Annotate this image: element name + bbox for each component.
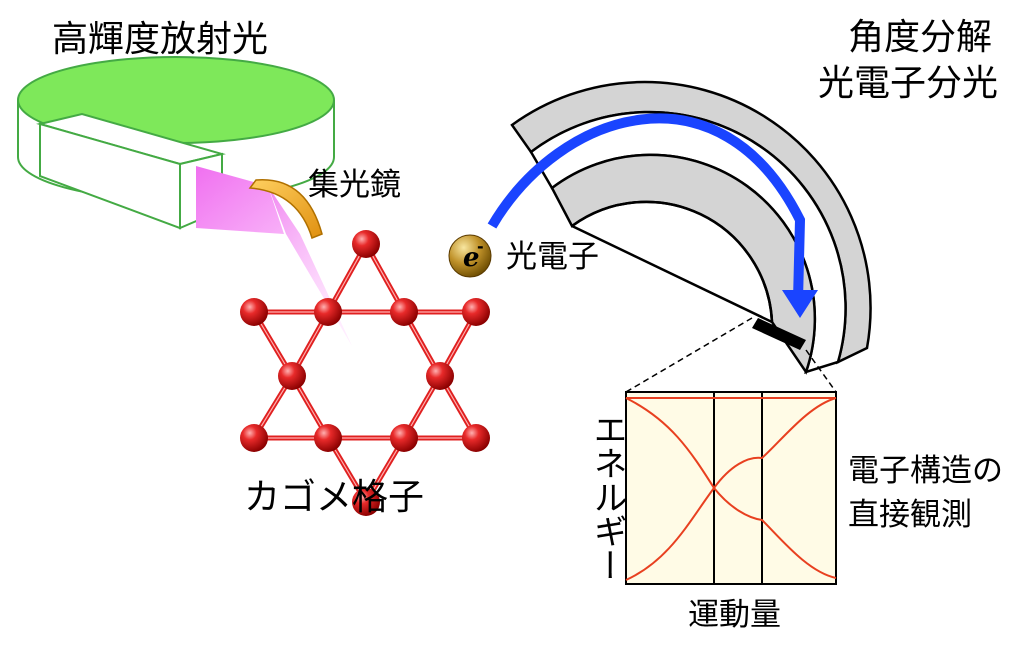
lattice-atom: [352, 488, 380, 516]
source-label: 高輝度放射光: [52, 19, 269, 60]
momentum-axis-label: 運動量: [688, 597, 781, 633]
arrow-head-icon: [782, 290, 818, 318]
result-label-line1: 電子構造の: [848, 453, 1003, 489]
band-upper: [625, 397, 837, 490]
lattice-atom: [314, 424, 342, 452]
analyzer-label-line2: 光電子分光: [818, 63, 999, 104]
mirror-icon: [248, 179, 323, 239]
synchrotron-ring: [17, 56, 335, 230]
lattice-atom: [352, 230, 380, 258]
lattice-atom: [240, 298, 268, 326]
kagome-lattice: [240, 230, 490, 516]
analyzer-label-line1: 角度分解: [848, 17, 993, 58]
photoelectron-label: 光電子: [506, 239, 599, 275]
zoom-line-left: [625, 317, 753, 393]
lattice-atom: [462, 298, 490, 326]
result-label-line2: 直接観測: [848, 497, 972, 533]
lattice-atom: [462, 424, 490, 452]
lattice-atom: [426, 362, 454, 390]
detector: [752, 318, 806, 350]
electron-symbol: e: [463, 243, 480, 273]
lattice-atom: [390, 298, 418, 326]
lattice-atom: [240, 424, 268, 452]
lattice-atom: [390, 424, 418, 452]
mirror-label: 集光鏡: [308, 167, 401, 203]
lattice-atom: [314, 298, 342, 326]
lattice-atom: [278, 362, 306, 390]
electron-trajectory: [487, 113, 806, 301]
lattice-label: カゴメ格子: [244, 477, 425, 518]
zoom-line-right: [805, 349, 837, 393]
electron-charge: -: [477, 237, 484, 256]
band-structure-plot: [625, 391, 837, 585]
xray-beam: [196, 166, 284, 234]
band-lower: [625, 486, 837, 581]
electron-icon: e -: [448, 234, 492, 278]
energy-axis-label: エネルギー: [587, 412, 627, 582]
